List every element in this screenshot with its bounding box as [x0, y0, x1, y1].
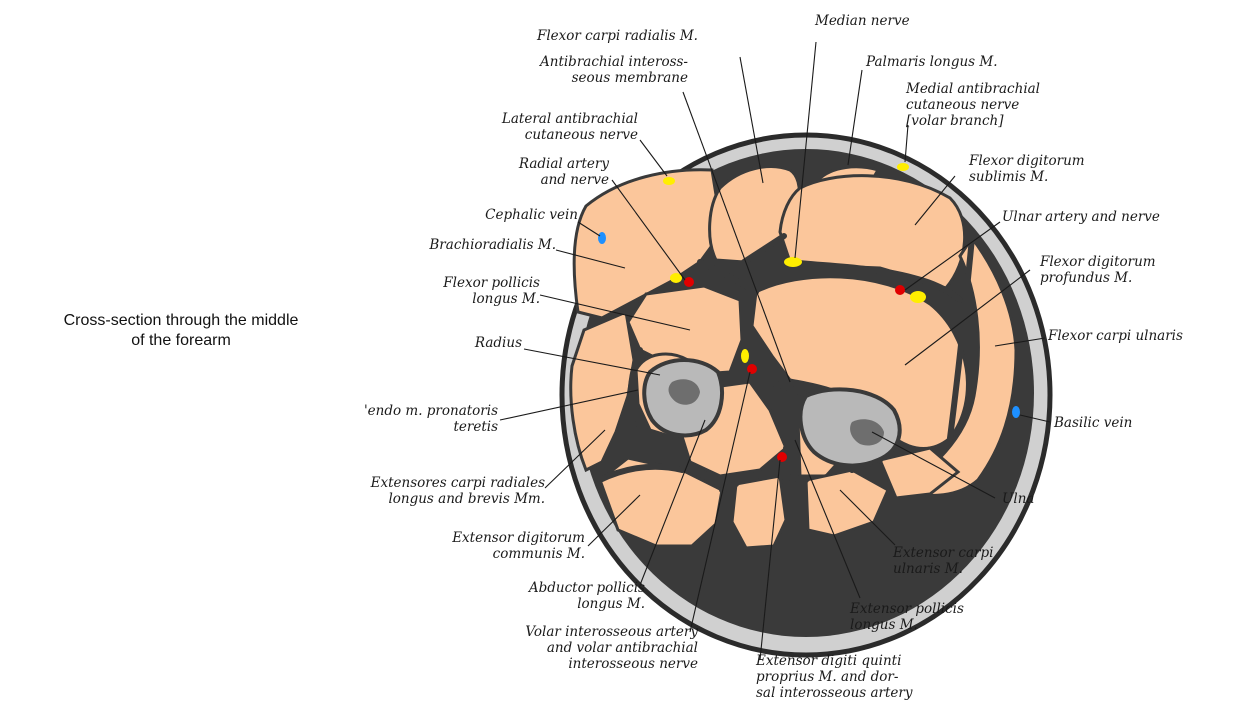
septum-8 — [780, 476, 806, 480]
label-radius: Radius — [474, 335, 522, 351]
label-flexor-carpi-radialis: Flexor carpi radialis M. — [536, 28, 698, 44]
label-palmaris-longus: Palmaris longus M. — [865, 54, 998, 70]
radial-nerve-marker — [670, 273, 682, 283]
cephalic-vein-marker — [598, 232, 606, 244]
label-flexor-carpi-ulnaris: Flexor carpi ulnaris — [1047, 328, 1183, 344]
ulna-bone — [800, 389, 899, 465]
label-basilic-vein: Basilic vein — [1053, 415, 1132, 431]
leader-lateral-cutaneous-nerve — [640, 140, 667, 176]
radial-artery-marker — [684, 277, 694, 287]
label-median-nerve: Median nerve — [814, 13, 910, 29]
label-brachioradialis: Brachioradialis M. — [428, 237, 556, 253]
ulnar-artery-marker — [895, 285, 905, 295]
basilic-vein-marker — [1012, 406, 1020, 418]
medial-antibrachial-cutaneous-nerve-marker — [897, 163, 909, 171]
label-ulnar-artery-nerve: Ulnar artery and nerve — [1002, 209, 1160, 225]
volar-interosseous-nerve-marker — [741, 349, 749, 363]
extensor-pollicis-longus-muscle — [732, 476, 786, 548]
volar-interosseous-artery-marker — [747, 364, 757, 374]
label-ulna: Ulna — [1002, 491, 1034, 507]
ulnar-nerve-marker — [910, 291, 926, 303]
label-cephalic-vein: Cephalic vein — [485, 207, 578, 223]
label-interosseous-membrane: Antibrachial inteross-seous membrane — [538, 54, 688, 86]
median-nerve-marker — [784, 257, 802, 267]
lateral-antibrachial-cutaneous-nerve-marker — [663, 177, 675, 185]
dorsal-interosseous-artery-marker — [777, 452, 787, 462]
